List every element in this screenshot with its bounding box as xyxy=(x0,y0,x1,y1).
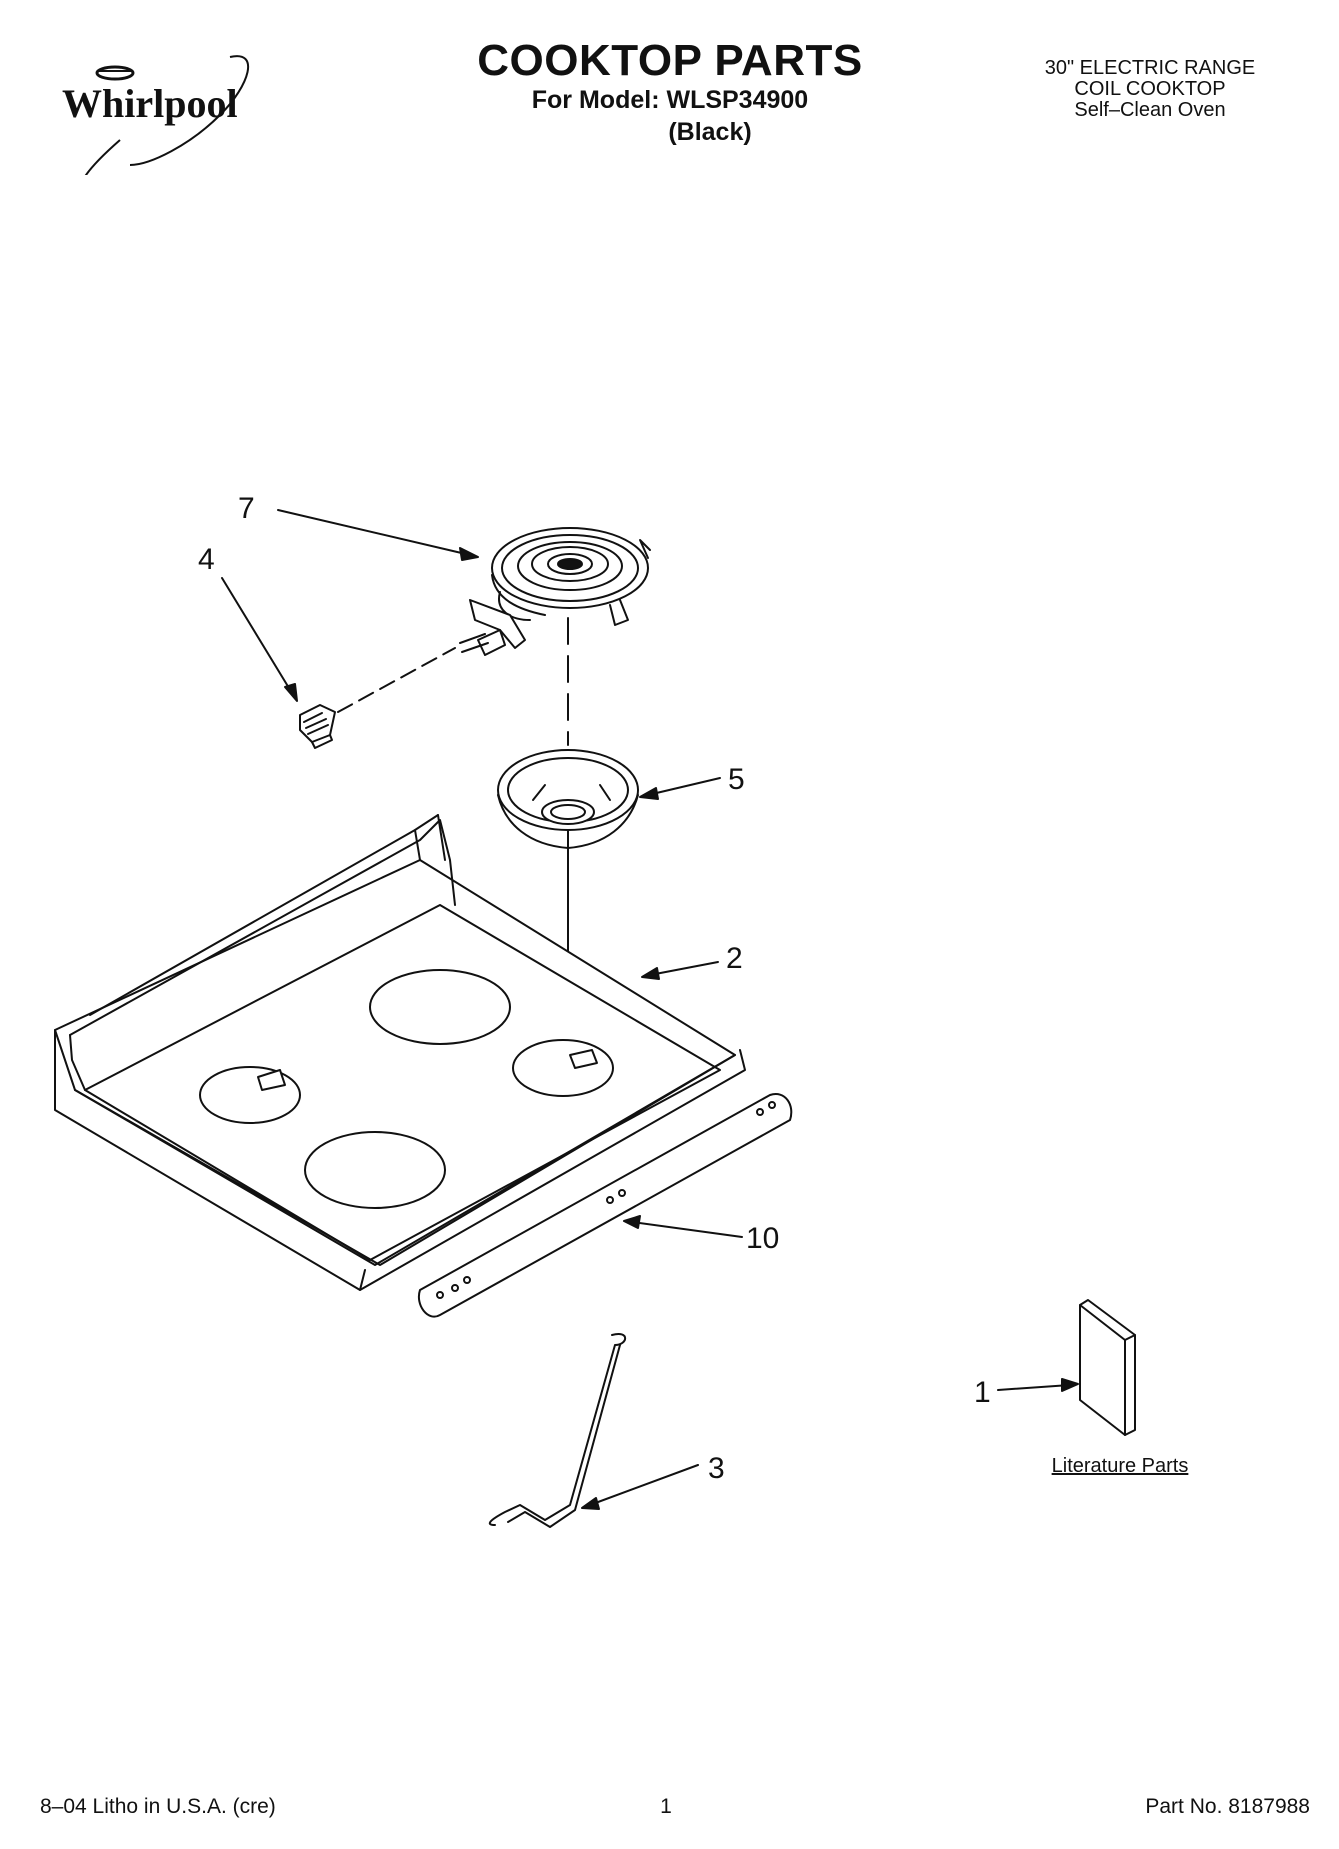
burner-opening-front-left xyxy=(304,1131,446,1209)
callout-1: 1 xyxy=(974,1376,991,1409)
front-strip-part-10 xyxy=(417,1093,793,1318)
model-number: For Model: WLSP34900 xyxy=(531,86,809,114)
callout-3: 3 xyxy=(708,1452,725,1485)
burner-opening-front-right xyxy=(512,1039,614,1097)
footer-print-info: 8–04 Litho in U.S.A. (cre) xyxy=(40,1795,276,1818)
support-rod-part-3 xyxy=(488,1333,627,1528)
whirlpool-logo: Whirlpool xyxy=(62,55,249,175)
callout-2: 2 xyxy=(726,942,743,975)
model-color: (Black) xyxy=(668,118,752,146)
product-line-1: 30" ELECTRIC RANGE xyxy=(1044,57,1256,79)
burner-opening-rear-right xyxy=(369,969,511,1045)
leader-lines xyxy=(221,509,1079,1510)
callout-7: 7 xyxy=(238,492,255,525)
callout-5: 5 xyxy=(728,763,745,796)
surface-element-part-7 xyxy=(459,527,651,656)
footer-page-number: 1 xyxy=(660,1795,672,1818)
literature-part-1 xyxy=(1079,1299,1136,1436)
drip-bowl-part-5 xyxy=(497,749,639,849)
callout-4: 4 xyxy=(198,543,215,576)
product-line-2: COIL COOKTOP xyxy=(1074,78,1226,100)
page-title: COOKTOP PARTS xyxy=(477,36,863,85)
callout-10: 10 xyxy=(746,1222,779,1255)
footer-part-number: Part No. 8187988 xyxy=(1145,1795,1310,1818)
terminal-dashed-line xyxy=(337,647,456,713)
literature-parts-label: Literature Parts xyxy=(1051,1455,1189,1477)
product-description: 30" ELECTRIC RANGE COIL COOKTOP Self–Cle… xyxy=(1000,58,1300,121)
terminal-block-part-4 xyxy=(299,704,336,749)
svg-text:Whirlpool: Whirlpool xyxy=(62,81,238,126)
cooktop-part-2 xyxy=(54,814,746,1291)
product-line-3: Self–Clean Oven xyxy=(1074,99,1226,121)
burner-opening-rear-left xyxy=(199,1066,301,1124)
